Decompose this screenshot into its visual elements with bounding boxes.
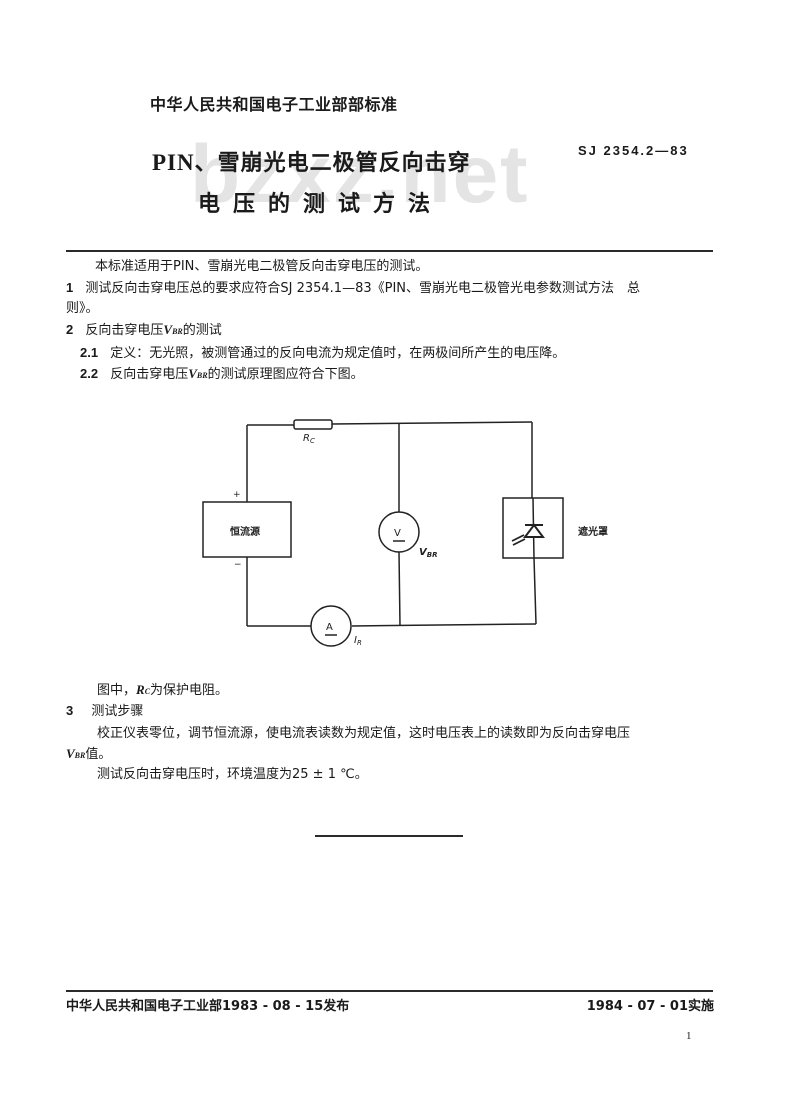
symbol-sub: BR bbox=[172, 327, 183, 336]
subsection-number: 2.1 bbox=[80, 345, 99, 360]
symbol-r: R bbox=[136, 682, 145, 697]
section-1: 1 测试反向击穿电压总的要求应符合SJ 2354.1—83《PIN、雪崩光电二极… bbox=[66, 279, 640, 298]
section-2-heading: 2 反向击穿电压VBR的测试 bbox=[66, 321, 222, 341]
section-1-text: 测试反向击穿电压总的要求应符合SJ 2354.1—83《PIN、雪崩光电二极管光… bbox=[85, 281, 641, 296]
standard-number: SJ 2354.2—83 bbox=[578, 143, 689, 158]
ammeter bbox=[310, 605, 352, 647]
section-number: 2 bbox=[66, 322, 74, 337]
section-2-1: 2.1 定义：无光照，被测管通过的反向电流为规定值时，在两极间所产生的电压降。 bbox=[80, 344, 565, 363]
resistor-rc bbox=[293, 419, 333, 430]
section-3-title: 测试步骤 bbox=[91, 704, 144, 719]
section-3-paragraph-1: 校正仪表零位，调节恒流源，使电流表读数为规定值，这时电压表上的读数即为反向击穿电… bbox=[97, 726, 631, 741]
figure-note-post: 为保护电阻。 bbox=[150, 683, 229, 698]
light-shield-label: 遮光罩 bbox=[578, 525, 608, 538]
photodiode-icon bbox=[523, 523, 545, 538]
symbol-sub: BR bbox=[196, 371, 208, 380]
symbol-sub: C bbox=[144, 687, 151, 696]
section-3-heading: 3 测试步骤 bbox=[66, 702, 143, 721]
document-title-line1: PIN、雪崩光电二极管反向击穿 bbox=[152, 145, 471, 177]
section-2-title-pre: 反向击穿电压 bbox=[85, 323, 164, 338]
subsection-number: 2.2 bbox=[80, 366, 99, 381]
section-2-2: 2.2 反向击穿电压VBR的测试原理图应符合下图。 bbox=[80, 365, 364, 385]
svg-text:IR: IR bbox=[354, 635, 362, 647]
ammeter-label-sub: R bbox=[357, 639, 362, 647]
symbol-v: V bbox=[66, 746, 75, 761]
title-latin: PIN bbox=[152, 150, 195, 175]
ammeter-symbol: A bbox=[326, 622, 333, 633]
watermark: bzxz.net bbox=[190, 129, 530, 220]
intro-paragraph: 本标准适用于PIN、雪崩光电二极管反向击穿电压的测试。 bbox=[95, 259, 429, 274]
symbol-v: V bbox=[188, 366, 197, 381]
issue-date: 中华人民共和国电子工业部1983 - 08 - 15发布 bbox=[66, 999, 350, 1014]
section-3-paragraph-1-continued: VBR值。 bbox=[66, 745, 111, 765]
section-number: 1 bbox=[66, 280, 74, 295]
title-rest: 、雪崩光电二极管反向击穿 bbox=[194, 151, 471, 176]
footer-divider bbox=[66, 990, 713, 992]
header-divider bbox=[66, 250, 713, 252]
issuing-organization: 中华人民共和国电子工业部部标准 bbox=[150, 95, 398, 114]
circuit-diagram: RC + − 恒流源 V VBR A IR 遮光罩 bbox=[202, 419, 608, 647]
effective-date: 1984 - 07 - 01实施 bbox=[586, 999, 714, 1014]
voltmeter-label-sub: BR bbox=[427, 551, 438, 559]
section-2-title-post: 的测试 bbox=[182, 323, 222, 338]
svg-text:RC: RC bbox=[303, 433, 315, 445]
voltmeter-symbol: V bbox=[394, 528, 401, 539]
symbol-sub: BR bbox=[74, 751, 86, 760]
section-1-continued: 则》。 bbox=[66, 301, 99, 316]
svg-text:VBR: VBR bbox=[419, 547, 437, 559]
paragraph-post: 值。 bbox=[85, 747, 112, 762]
minus-terminal-label: − bbox=[234, 560, 242, 570]
document-title-line2: 电压的测试方法 bbox=[198, 192, 444, 217]
plus-terminal-label: + bbox=[233, 490, 241, 500]
figure-note-pre: 图中， bbox=[97, 683, 137, 698]
symbol-v: V bbox=[163, 322, 173, 337]
page-number: 1 bbox=[686, 1030, 692, 1042]
section-number: 3 bbox=[66, 703, 74, 718]
figure-note: 图中，RC为保护电阻。 bbox=[97, 681, 228, 701]
section-3-paragraph-2: 测试反向击穿电压时，环境温度为25 ± 1 ℃。 bbox=[97, 767, 368, 782]
subsection-text: 定义：无光照，被测管通过的反向电流为规定值时，在两极间所产生的电压降。 bbox=[110, 346, 566, 361]
resistor-label: R bbox=[303, 433, 310, 444]
voltmeter-label: V bbox=[419, 547, 428, 558]
resistor-label-sub: C bbox=[310, 437, 315, 445]
end-of-text-rule bbox=[315, 835, 463, 837]
subsection-text-pre: 反向击穿电压 bbox=[110, 367, 189, 382]
source-label: 恒流源 bbox=[230, 525, 260, 538]
ammeter-label: I bbox=[354, 635, 357, 646]
subsection-text-post: 的测试原理图应符合下图。 bbox=[207, 367, 364, 382]
